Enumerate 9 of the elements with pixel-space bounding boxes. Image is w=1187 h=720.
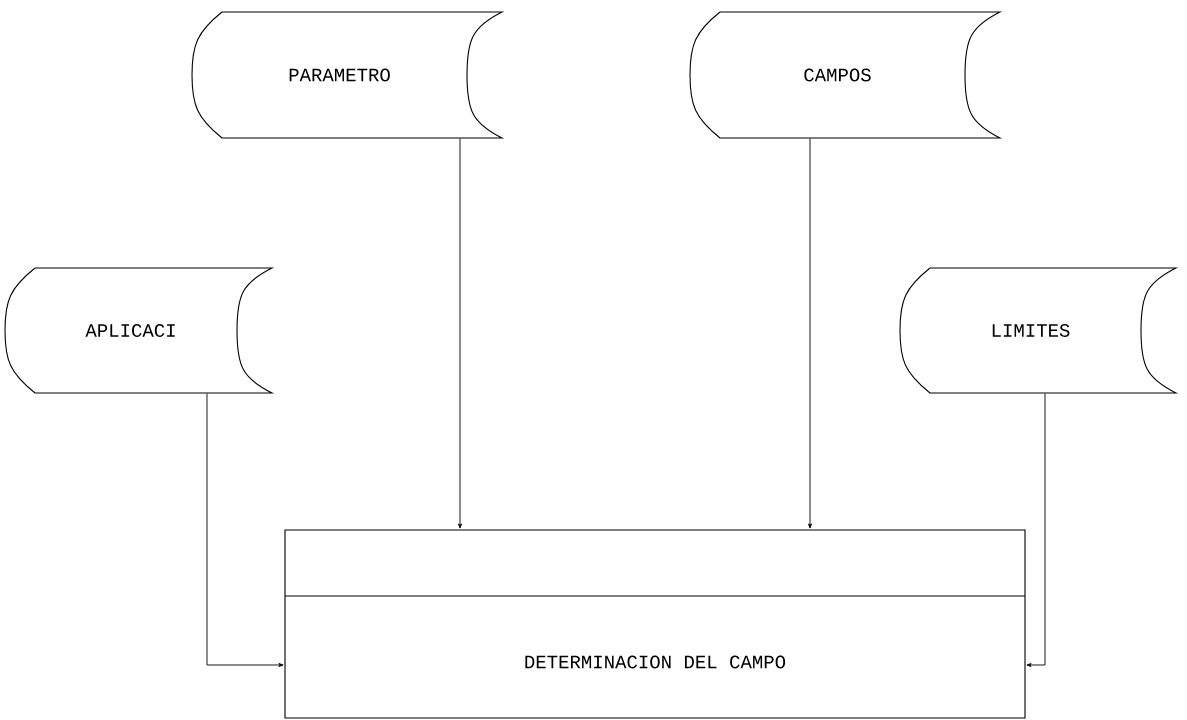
data-storage-shape: PARAMETRO [191, 11, 503, 139]
data-storage-shape: LIMITES [899, 267, 1177, 394]
data-storage-shape: APLICACI [4, 267, 273, 394]
process-box: DETERMINACION DEL CAMPO [284, 529, 1026, 719]
arrow [808, 138, 812, 529]
arrow [1026, 393, 1046, 667]
arrow [458, 138, 462, 529]
arrow [206, 393, 284, 667]
data-storage-shape: CAMPOS [689, 11, 1001, 139]
